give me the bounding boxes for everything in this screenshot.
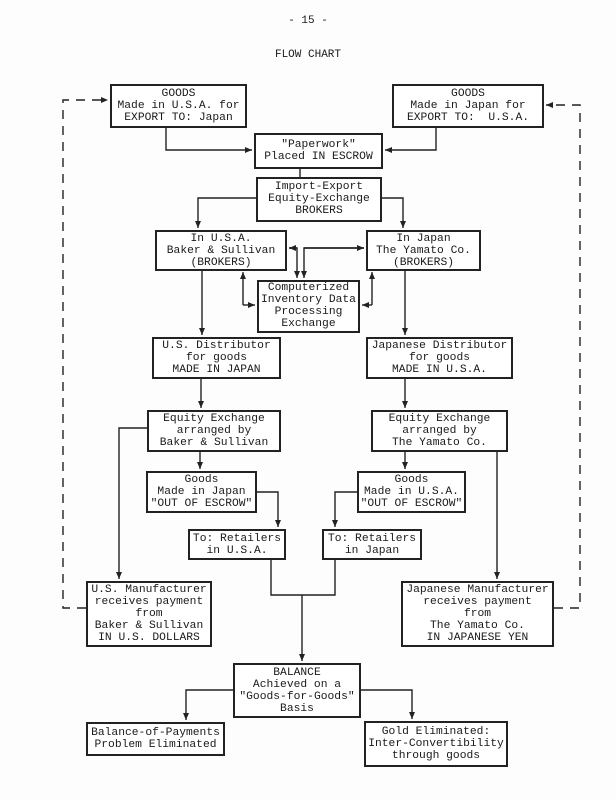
box-text-line: "OUT OF ESCROW" <box>360 498 463 510</box>
box-text-line: (BROKERS) <box>190 257 252 269</box>
box-text-line: Equity Exchange <box>163 413 265 425</box>
box-text-line: in Japan <box>344 545 400 557</box>
box-text-line: To: Retailers <box>327 533 417 545</box>
box-text-line: BALANCE <box>273 667 321 679</box>
box-text-line: (BROKERS) <box>392 257 454 269</box>
connector-balance-to-gold <box>361 689 415 719</box>
connector-goods-usa-to-retailers <box>332 491 357 527</box>
box-text-line: Made in U.S.A. <box>364 486 459 498</box>
box-text-line: IN U.S. DOLLARS <box>98 632 200 644</box>
box-text-line: arranged by <box>176 425 252 437</box>
box-text-line: Basis <box>280 703 314 715</box>
box-text-line: through goods <box>391 750 481 762</box>
box-text-line: Achieved on a <box>252 679 342 691</box>
page-title: FLOW CHART <box>274 49 341 61</box>
paperwork-escrow-box: "Paperwork"Placed IN ESCROW <box>254 133 383 169</box>
box-text-line: In Japan <box>396 233 451 245</box>
box-text-line: "Paperwork" <box>281 139 356 151</box>
connector-balance-to-bop <box>183 689 233 720</box>
box-text-line: Equity Exchange <box>388 413 491 425</box>
box-text-line: EXPORT TO: Japan <box>124 112 233 124</box>
connector-goods-usa-to-paperwork <box>165 127 252 153</box>
box-text-line: receives payment <box>94 596 204 608</box>
box-text-line: receives payment <box>423 596 532 608</box>
box-text-line: from <box>463 608 492 620</box>
box-text-line: EXPORT TO: U.S.A. <box>406 112 530 124</box>
box-text-line: Made in Japan <box>157 486 246 498</box>
connector-goods-japan-to-paperwork <box>385 127 437 153</box>
box-text-line: Baker & Sullivan <box>94 620 204 632</box>
box-text-line: U.S. Distributor <box>162 340 271 352</box>
box-text-line: "Goods-for-Goods" <box>239 691 355 703</box>
box-text-line: arranged by <box>402 425 477 437</box>
box-text-line: Computerized <box>267 282 350 294</box>
box-text-line: The Yamato Co. <box>392 437 487 449</box>
connector-brokers-to-usa <box>195 197 256 228</box>
box-text-line: Baker & Sullivan <box>166 245 276 257</box>
box-text-line: Processing <box>274 306 343 318</box>
box-text-line: Baker & Sullivan <box>159 437 269 449</box>
dashed-feedback-left <box>62 97 108 609</box>
box-text-line: GOODS <box>451 88 485 100</box>
box-text-line: in U.S.A. <box>206 545 268 557</box>
box-text-line: Exchange <box>281 318 336 330</box>
box-text-line: Problem Eliminated <box>94 739 217 751</box>
page-number: - 15 - <box>288 15 328 27</box>
box-text-line: from <box>135 608 163 620</box>
box-text-line: Japanese Manufacturer <box>406 584 549 596</box>
box-text-line: Inventory Data <box>261 294 356 306</box>
box-text-line: BROKERS <box>295 205 343 217</box>
box-text-line: Import-Export <box>274 181 364 193</box>
usa-brokers-box: In U.S.A.Baker & Sullivan(BROKERS) <box>155 230 287 271</box>
box-text-line: Japanese Distributor <box>371 340 508 352</box>
connector-goods-jp-to-retailers <box>257 491 281 527</box>
box-text-line: for goods <box>408 352 470 364</box>
box-text-line: To: Retailers <box>192 533 282 545</box>
box-text-line: Inter-Convertibility <box>368 738 504 750</box>
box-text-line: Equity-Exchange <box>268 193 370 205</box>
connector-japan-computer-a <box>301 247 364 278</box>
box-text-line: The Yamato Co. <box>430 620 525 632</box>
connector-brokers-to-japan <box>382 197 406 228</box>
connector-retailers-join <box>270 560 336 596</box>
box-text-line: U.S. Manufacturer <box>91 584 207 596</box>
box-text-line: MADE IN U.S.A. <box>392 364 487 376</box>
box-text-line: GOODS <box>161 88 196 100</box>
box-text-line: MADE IN JAPAN <box>172 364 261 376</box>
dashed-feedback-right <box>546 102 581 609</box>
box-text-line: Goods <box>184 474 219 486</box>
box-text-line: The Yamato Co. <box>376 245 471 257</box>
box-text-line: In U.S.A. <box>190 233 252 245</box>
box-text-line: Goods <box>394 474 429 486</box>
box-text-line: Gold Eliminated: <box>381 726 491 738</box>
box-text-line: Placed IN ESCROW <box>264 151 373 163</box>
box-text-line: IN JAPANESE YEN <box>426 632 529 644</box>
box-text-line: Balance-of-Payments <box>91 727 220 739</box>
box-text-line: Made in Japan for <box>410 100 526 112</box>
box-text-line: for goods <box>185 352 247 364</box>
connector-usa-computer-a <box>289 247 300 278</box>
connector-equity-bs-to-manufacturer <box>116 427 147 579</box>
box-text-line: "OUT OF ESCROW" <box>150 498 253 510</box>
box-text-line: Made in U.S.A. for <box>117 100 240 112</box>
